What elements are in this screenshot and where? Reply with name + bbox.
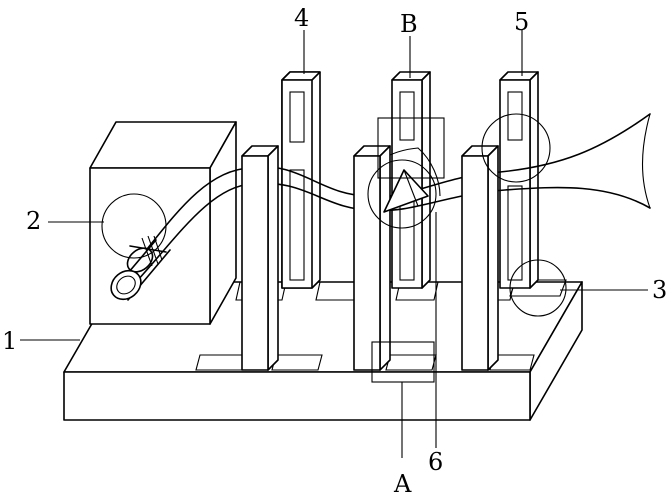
rear-post-right <box>499 71 539 289</box>
detail-markers <box>101 113 567 383</box>
label-6: 6 <box>428 448 443 476</box>
label-2: 2 <box>26 207 41 235</box>
detail-box-a <box>371 341 435 383</box>
detail-circle-6 <box>367 159 437 229</box>
rear-post-left <box>281 71 321 289</box>
label-5: 5 <box>514 8 529 36</box>
detail-circle-2 <box>101 193 167 259</box>
label-a: A <box>393 470 412 498</box>
label-1: 1 <box>2 327 17 355</box>
label-b: B <box>400 10 418 38</box>
label-4: 4 <box>294 4 309 32</box>
label-3: 3 <box>652 276 667 304</box>
clamp-wedge <box>383 169 429 213</box>
detail-circle-3 <box>509 259 567 317</box>
detail-circle-5 <box>481 113 551 183</box>
front-post-left <box>241 145 279 371</box>
callout-labels: 1 2 3 4 5 6 A B <box>2 4 667 498</box>
spindle-roller <box>110 235 171 301</box>
front-post-middle <box>353 145 391 371</box>
leader-lines <box>20 30 648 458</box>
front-post-right <box>461 145 499 371</box>
detail-box-b <box>377 117 445 179</box>
